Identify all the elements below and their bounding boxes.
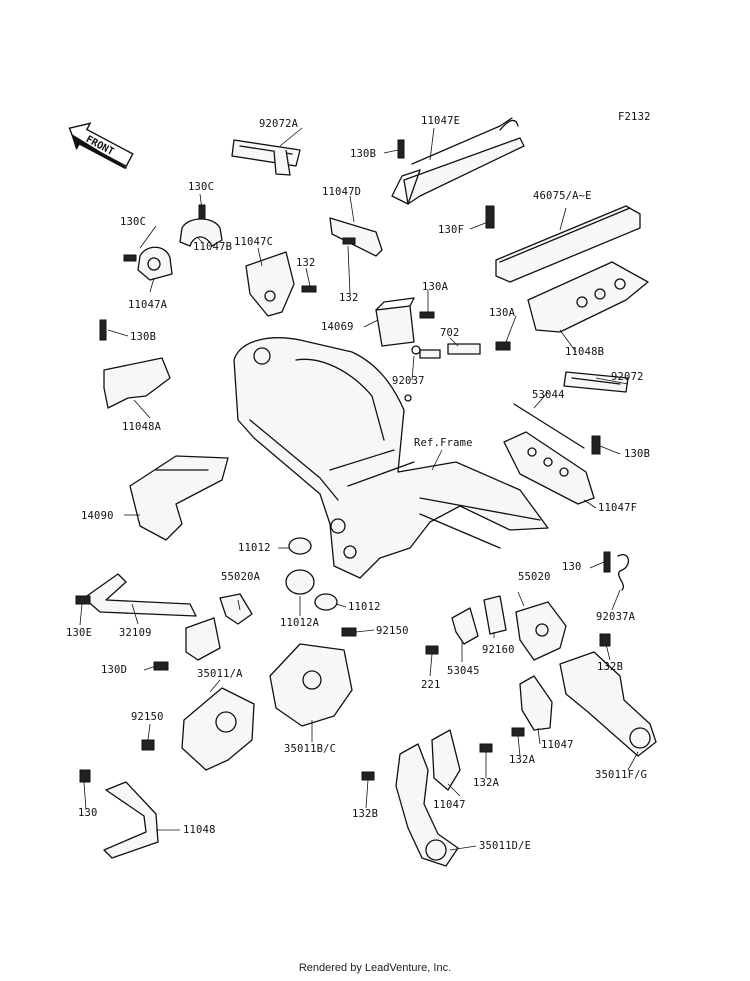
part-label: 130B <box>624 448 650 460</box>
component-14069 <box>375 297 435 347</box>
strap-92072a <box>231 139 301 176</box>
part-label: 702 <box>440 327 460 339</box>
part-label: 11047A <box>128 299 168 311</box>
part-label: 92072 <box>611 371 644 383</box>
part-label: 11012 <box>348 601 381 613</box>
part-label: 130B <box>130 331 156 343</box>
part-label: 55020A <box>221 571 261 583</box>
part-label: Ref.Frame <box>414 437 473 449</box>
spring-92037a <box>603 551 629 591</box>
bracket-11048b <box>495 261 649 351</box>
part-label: 130 <box>78 807 98 819</box>
part-label: 130A <box>422 281 449 293</box>
bolt-221 <box>425 645 439 655</box>
bracket-11047-lower <box>431 729 493 791</box>
part-label: 14069 <box>321 321 354 333</box>
diagram-code: F2132 <box>618 111 651 123</box>
part-label: 92037A <box>596 611 636 623</box>
strap-92072 <box>563 371 629 393</box>
grommet-11012-a <box>288 537 312 555</box>
part-label: 55020 <box>518 571 551 583</box>
part-label: 132A <box>473 777 500 789</box>
bar-32109 <box>75 573 197 617</box>
part-label: 11048B <box>565 346 604 358</box>
part-label: 130 <box>562 561 582 573</box>
leader-lines <box>79 127 639 851</box>
part-label: 92037 <box>392 375 425 387</box>
cover-46075 <box>485 205 641 283</box>
part-label: 11048 <box>183 824 216 836</box>
part-label: 11047 <box>541 739 574 751</box>
bracket-11047c <box>245 251 317 317</box>
grommet-11012-b <box>314 593 338 611</box>
part-label: 14090 <box>81 510 114 522</box>
part-label: 35011F/G <box>595 769 647 781</box>
part-label: 92150 <box>376 625 409 637</box>
part-label: 35011D/E <box>479 840 531 852</box>
rod-53044 <box>513 403 585 449</box>
tube-702 <box>411 343 481 359</box>
part-label: 130D <box>101 664 127 676</box>
part-label: 132B <box>597 661 623 673</box>
part-label: 11047F <box>598 502 637 514</box>
part-label: 92150 <box>131 711 164 723</box>
bracket-11048 <box>79 769 159 859</box>
plate-55020 <box>515 601 567 661</box>
part-label: 35011/A <box>197 668 243 680</box>
part-label: 32109 <box>119 627 152 639</box>
part-label: 130E <box>66 627 92 639</box>
plate-11047f <box>503 431 601 505</box>
part-label: 53045 <box>447 665 480 677</box>
part-label: 11047D <box>322 186 361 198</box>
bracket-11047-right <box>511 675 553 737</box>
bracket-11048a <box>99 319 171 409</box>
part-label: 35011B/C <box>284 743 336 755</box>
part-labels: 92072A 11047E 130B 46075/A~E 11047D 130C… <box>66 115 650 852</box>
part-label: 130B <box>350 148 376 160</box>
clip-53045 <box>451 607 479 645</box>
part-label: 92160 <box>482 644 515 656</box>
part-label: 221 <box>421 679 441 691</box>
part-label: 130A <box>489 307 516 319</box>
bracket-35011a <box>141 687 255 771</box>
bracket-35011de <box>361 743 459 867</box>
part-label: 132B <box>352 808 378 820</box>
part-label: 130C <box>120 216 146 228</box>
part-label: 11047B <box>193 241 232 253</box>
part-label: 11047E <box>421 115 460 127</box>
bracket-11047d <box>329 217 383 257</box>
bracket-130d <box>153 617 221 671</box>
bracket-11047e <box>391 117 525 205</box>
part-label: 11047C <box>234 236 273 248</box>
part-label: 11048A <box>122 421 162 433</box>
part-label: 92072A <box>259 118 299 130</box>
part-label: 130C <box>188 181 214 193</box>
part-label: 11012A <box>280 617 320 629</box>
clamp-11047a <box>123 246 173 281</box>
part-label: 11012 <box>238 542 271 554</box>
part-label: 132 <box>296 257 316 269</box>
clamp-11047b <box>179 204 223 247</box>
part-label: 132 <box>339 292 359 304</box>
part-label: 53044 <box>532 389 565 401</box>
cover-14090 <box>129 455 229 541</box>
bracket-35011bc <box>269 627 357 727</box>
grommet-92160 <box>483 595 507 635</box>
part-label: 132A <box>509 754 536 766</box>
front-arrow-icon: FRONT <box>68 122 134 169</box>
grommet-11012a <box>285 569 315 595</box>
bracket-55020a <box>219 593 253 625</box>
bracket-35011fg <box>559 633 657 757</box>
rendered-by-footer: Rendered by LeadVenture, Inc. <box>298 962 452 974</box>
part-label: 46075/A~E <box>533 190 592 202</box>
part-label: 130F <box>438 224 464 236</box>
main-frame <box>233 337 549 579</box>
part-label: 11047 <box>433 799 466 811</box>
